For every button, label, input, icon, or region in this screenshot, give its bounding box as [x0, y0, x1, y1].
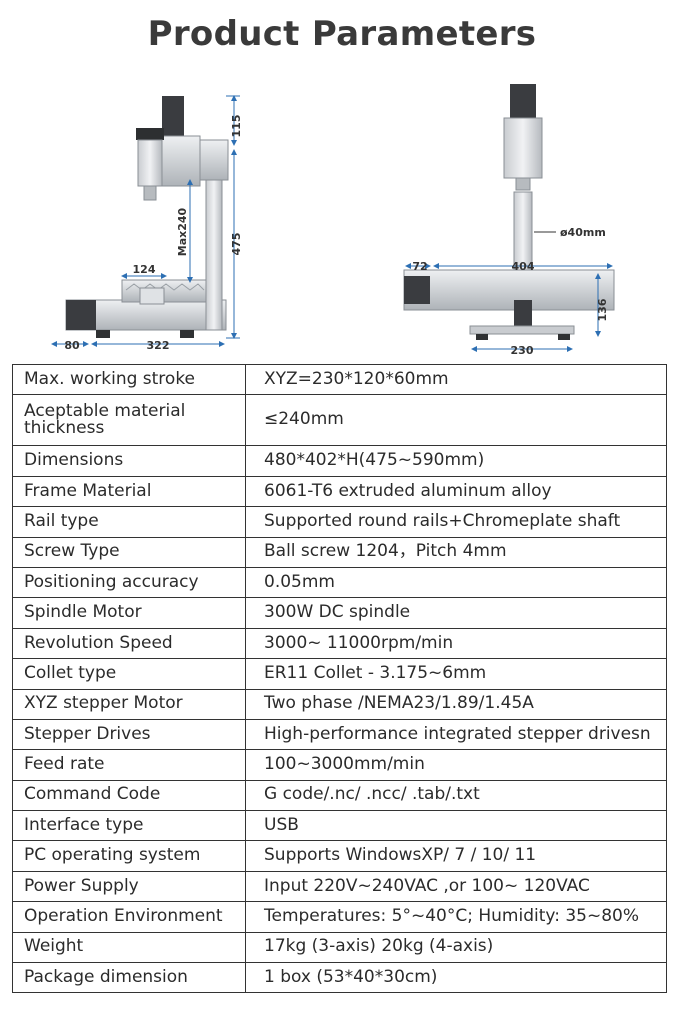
dim-side-height: 136 — [596, 298, 609, 321]
param-label: Spindle Motor — [12, 597, 246, 629]
param-label: Collet type — [12, 658, 246, 690]
param-value: Ball screw 1204，Pitch 4mm — [245, 536, 667, 568]
param-label: Positioning accuracy — [12, 566, 246, 599]
front-view-drawing: ø40mm 72 404 136 230 — [403, 84, 615, 357]
param-value: Supports WindowsXP/ 7 / 10/ 11 — [245, 840, 667, 872]
machine-drawings: 115 475 Max240 124 80 322 ø40mm 72 404 1… — [51, 84, 615, 357]
param-label: Aceptable material thickness — [12, 394, 246, 447]
param-label: Operation Environment — [12, 901, 246, 933]
param-label: Frame Material — [12, 475, 246, 508]
dim-column-diameter: ø40mm — [560, 226, 606, 239]
param-value: 3000~ 11000rpm/min — [245, 627, 667, 660]
param-value: ER11 Collet - 3.175~6mm — [245, 658, 667, 690]
param-label: Max. working stroke — [12, 363, 246, 396]
z-motor-front — [510, 84, 536, 118]
page-title: Product Parameters — [147, 14, 537, 54]
table-row: Aceptable material thickness≤240mm — [12, 394, 667, 447]
param-label: Revolution Speed — [12, 627, 246, 660]
param-value: G code/.nc/ .ncc/ .tab/.txt — [245, 779, 667, 812]
dim-max-travel: Max240 — [176, 207, 189, 256]
param-value: 300W DC spindle — [245, 597, 667, 629]
param-value: ≤240mm — [245, 394, 667, 447]
param-value: 100~3000mm/min — [245, 749, 667, 781]
param-label: Power Supply — [12, 870, 246, 903]
param-value: USB — [245, 810, 667, 842]
param-value: 6061-T6 extruded aluminum alloy — [245, 475, 667, 508]
dim-base-width: 230 — [511, 344, 534, 357]
dim-base-length: 322 — [147, 339, 170, 352]
dim-overall-width: 404 — [512, 260, 535, 273]
param-label: Stepper Drives — [12, 718, 246, 751]
param-label: PC operating system — [12, 840, 246, 872]
param-label: Dimensions — [12, 445, 246, 477]
param-value: 1 box (53*40*30cm) — [245, 962, 667, 994]
param-value: Two phase /NEMA23/1.89/1.45A — [245, 688, 667, 720]
param-value: 480*402*H(475~590mm) — [245, 445, 667, 477]
dim-table-width: 124 — [133, 263, 156, 276]
param-label: Package dimension — [12, 962, 246, 994]
dim-top-height: 115 — [230, 115, 243, 138]
param-label: Rail type — [12, 506, 246, 538]
param-value: Input 220V~240VAC ,or 100~ 120VAC — [245, 870, 667, 903]
param-label: Weight — [12, 931, 246, 964]
param-label: Command Code — [12, 779, 246, 812]
param-value: 0.05mm — [245, 566, 667, 599]
param-label: Screw Type — [12, 536, 246, 568]
param-label: Feed rate — [12, 749, 246, 781]
param-value: High-performance integrated stepper driv… — [245, 718, 667, 751]
dim-foot-offset: 80 — [64, 339, 80, 352]
x-motor-front — [404, 276, 430, 304]
param-value: Supported round rails+Chromeplate shaft — [245, 506, 667, 538]
param-value: 17kg (3-axis) 20kg (4-axis) — [245, 931, 667, 964]
param-value: XYZ=230*120*60mm — [245, 363, 667, 396]
y-motor-front — [514, 300, 532, 328]
z-motor-block — [162, 96, 184, 136]
side-view-drawing: 115 475 Max240 124 80 322 — [51, 95, 243, 352]
param-value: Temperatures: 5°~40°C; Humidity: 35~80% — [245, 901, 667, 933]
x-motor-block — [66, 300, 96, 330]
dim-left-offset: 72 — [412, 260, 427, 273]
param-label: Interface type — [12, 810, 246, 842]
dim-total-height: 475 — [230, 233, 243, 256]
param-label: XYZ stepper Motor — [12, 688, 246, 720]
